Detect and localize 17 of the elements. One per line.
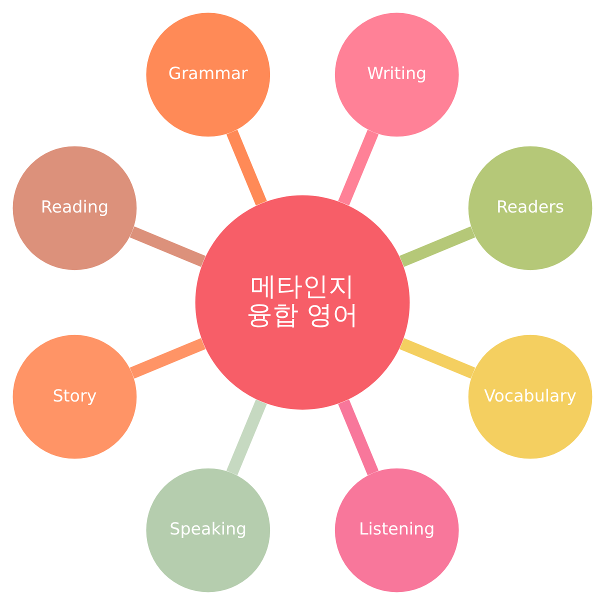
node-circle: Story: [12, 334, 137, 459]
connector: [399, 226, 476, 267]
node-circle: 메타인지 융합 영어: [195, 195, 410, 410]
connector: [226, 130, 267, 206]
connector: [226, 399, 267, 476]
connector: [399, 338, 476, 379]
node-circle: Writing: [334, 12, 459, 137]
connector: [338, 130, 379, 206]
node-circle: Vocabulary: [468, 334, 592, 459]
node-circle: Grammar: [146, 12, 270, 137]
node-circle: Readers: [468, 146, 592, 270]
connector: [130, 338, 206, 379]
connector: [130, 226, 206, 267]
node-circle: Listening: [334, 468, 459, 592]
node-circle: Speaking: [146, 468, 270, 592]
connector: [338, 399, 379, 476]
node-circle: Reading: [12, 146, 137, 270]
